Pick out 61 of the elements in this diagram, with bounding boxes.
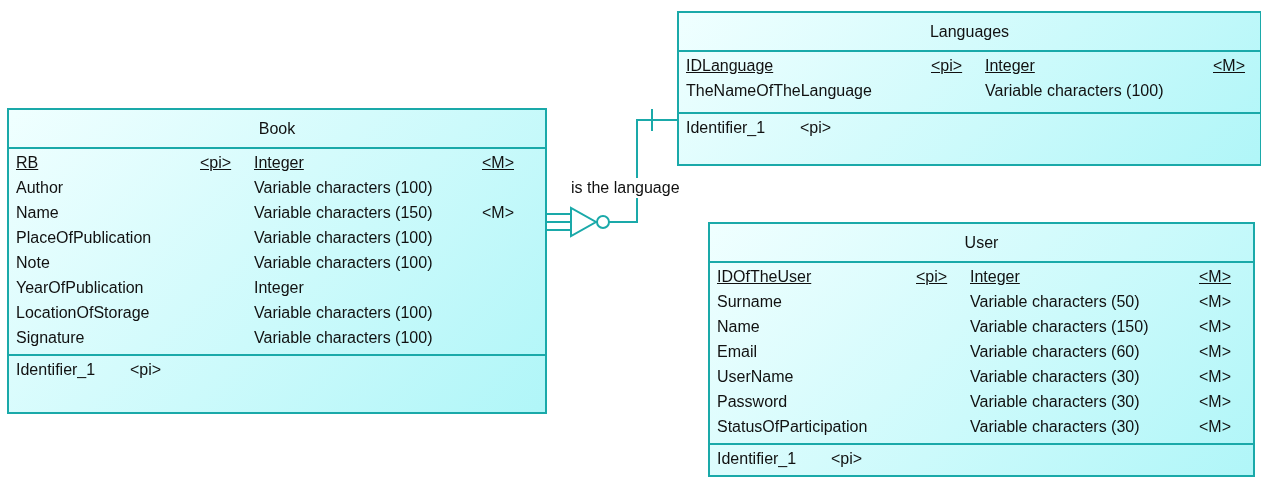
identifier-name: Identifier_1: [686, 118, 766, 138]
identifier-tag: <pi>: [831, 449, 863, 469]
attribute-name: Password: [717, 392, 788, 412]
mandatory-tag: <M>: [1213, 56, 1245, 76]
data-type: Variable characters (100): [254, 178, 433, 198]
mandatory-tag: <M>: [1199, 342, 1231, 362]
attribute-name: RB: [16, 153, 39, 173]
identifier-name: Identifier_1: [717, 449, 797, 469]
entity-box: [708, 222, 1255, 477]
attribute-name: Surname: [717, 292, 782, 312]
entity-box: [7, 108, 547, 414]
data-type: Integer: [985, 56, 1035, 76]
data-type: Variable characters (30): [970, 417, 1140, 437]
identifier-tag: <pi>: [916, 267, 948, 287]
entity-name: Book: [257, 119, 297, 139]
attribute-name: Author: [16, 178, 64, 198]
identifier-tag: <pi>: [130, 360, 162, 380]
data-type: Variable characters (150): [970, 317, 1149, 337]
identifier-tag: <pi>: [200, 153, 232, 173]
data-type: Integer: [254, 153, 304, 173]
attribute-name: Note: [16, 253, 50, 273]
attribute-name: UserName: [717, 367, 794, 387]
attribute-name: IDLanguage: [686, 56, 774, 76]
relationship-line: [546, 108, 678, 237]
data-type: Variable characters (30): [970, 392, 1140, 412]
mandatory-tag: <M>: [1199, 267, 1231, 287]
mandatory-tag: <M>: [482, 153, 514, 173]
mandatory-tag: <M>: [1199, 292, 1231, 312]
attribute-name: Email: [717, 342, 757, 362]
data-type: Variable characters (30): [970, 367, 1140, 387]
entity-box: [677, 11, 1261, 166]
attribute-name: Signature: [16, 328, 85, 348]
data-type: Variable characters (100): [985, 81, 1164, 101]
attribute-name: Name: [717, 317, 760, 337]
data-type: Integer: [970, 267, 1020, 287]
data-type: Integer: [254, 278, 304, 298]
entity-name: User: [963, 233, 1000, 253]
attribute-name: LocationOfStorage: [16, 303, 150, 323]
data-type: Variable characters (100): [254, 328, 433, 348]
data-type: Variable characters (150): [254, 203, 433, 223]
entity-name: Languages: [928, 22, 1011, 42]
mandatory-tag: <M>: [1199, 367, 1231, 387]
mandatory-tag: <M>: [1199, 417, 1231, 437]
mandatory-tag: <M>: [1199, 317, 1231, 337]
attribute-name: StatusOfParticipation: [717, 417, 868, 437]
attribute-name: Name: [16, 203, 59, 223]
identifier-tag: <pi>: [931, 56, 963, 76]
edge-label: is the language: [570, 178, 681, 198]
identifier-name: Identifier_1: [16, 360, 96, 380]
attribute-name: TheNameOfTheLanguage: [686, 81, 872, 101]
data-type: Variable characters (60): [970, 342, 1140, 362]
attribute-name: PlaceOfPublication: [16, 228, 152, 248]
data-type: Variable characters (50): [970, 292, 1140, 312]
mandatory-tag: <M>: [1199, 392, 1231, 412]
mandatory-tag: <M>: [482, 203, 514, 223]
attribute-name: IDOfTheUser: [717, 267, 812, 287]
data-type: Variable characters (100): [254, 228, 433, 248]
data-type: Variable characters (100): [254, 303, 433, 323]
identifier-tag: <pi>: [800, 118, 832, 138]
data-type: Variable characters (100): [254, 253, 433, 273]
attribute-name: YearOfPublication: [16, 278, 144, 298]
